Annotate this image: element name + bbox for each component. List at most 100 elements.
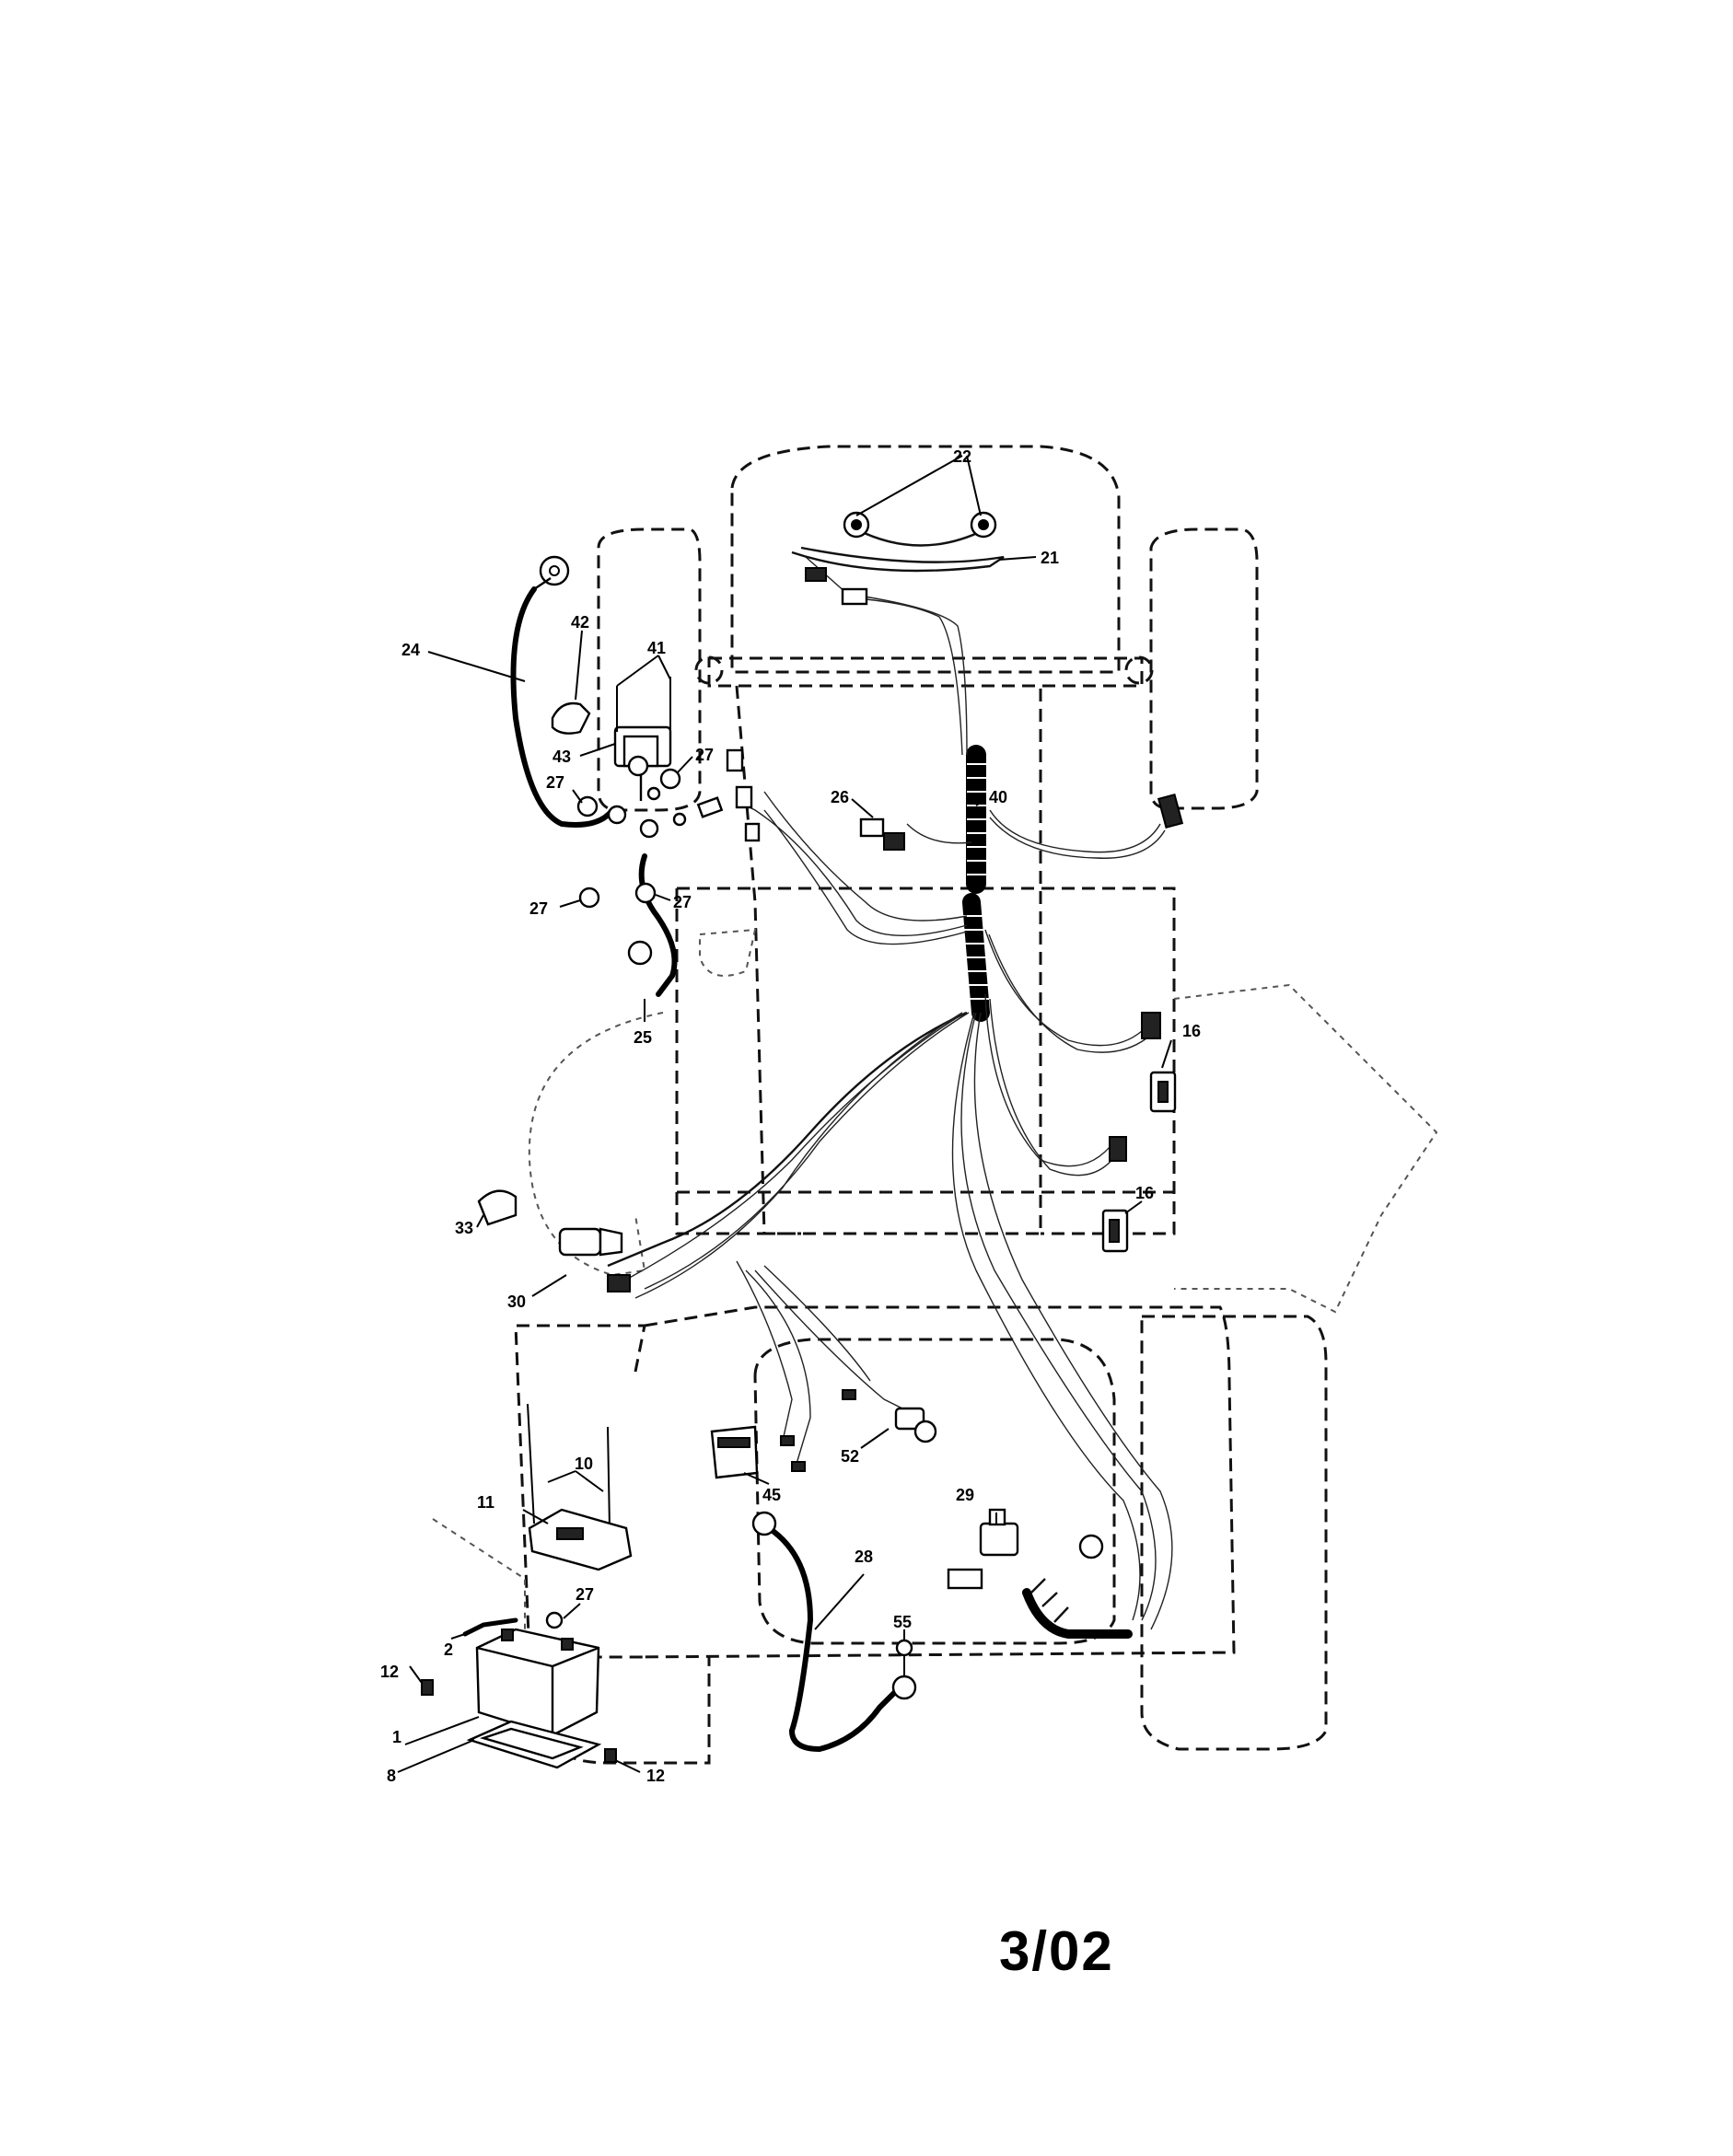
wire-to-45 (736, 1260, 793, 1442)
nut-27-e (545, 1611, 564, 1629)
headlight-22-right (970, 511, 997, 539)
wire-headlight-pair-21 (791, 546, 1005, 573)
callout-41: 41 (647, 639, 666, 657)
clip-12-b (604, 1748, 617, 1763)
solenoid-43 (613, 725, 672, 801)
callout-27-b: 27 (695, 746, 714, 764)
callout-10: 10 (575, 1455, 593, 1473)
connector-solenoid-c (744, 822, 761, 842)
seat-switch-29 (947, 1508, 1104, 1590)
wire-solenoid (736, 800, 968, 936)
switch-16-upper (1141, 1012, 1177, 1113)
connector-solenoid-b (735, 785, 753, 809)
harness-loom-40 (962, 745, 990, 1022)
fender-connector-right (1157, 793, 1184, 829)
front-wheel-right (1149, 527, 1259, 810)
ring-terminal-a (607, 805, 627, 825)
cable-28 (751, 1511, 917, 1753)
callout-33: 33 (455, 1219, 473, 1237)
hold-down-rod-10-left (527, 1403, 535, 1524)
nut-27-c (578, 887, 600, 909)
mid-frame-left (675, 888, 801, 1235)
callout-28: 28 (855, 1547, 873, 1566)
callout-12-b: 12 (646, 1767, 665, 1785)
revision-date-code: 3/02 (999, 1920, 1114, 1982)
callout-2: 2 (444, 1640, 453, 1659)
headlight-plug-b (841, 587, 868, 606)
ring-terminal-c (672, 812, 687, 827)
mower-deck-outline-right (1173, 983, 1438, 1314)
hood-outline (730, 445, 1121, 674)
rear-deck (634, 1305, 1236, 1659)
callout-52: 52 (841, 1447, 859, 1466)
connector-45-a (780, 1435, 795, 1446)
battery-1 (475, 1628, 600, 1737)
seat-switch-coil (1022, 1588, 1133, 1639)
gauge-45 (710, 1425, 759, 1479)
wire-ignition-30 (607, 1011, 968, 1268)
callout-25: 25 (634, 1028, 652, 1047)
bolt-55 (895, 1639, 913, 1677)
callout-40: 40 (989, 788, 1007, 806)
seat-outline (753, 1338, 1116, 1645)
callout-27-c: 27 (529, 899, 548, 918)
wire-right-fender (989, 809, 1161, 853)
ground-cable-25 (627, 853, 678, 997)
callout-30: 30 (507, 1292, 526, 1311)
mid-frame (677, 887, 1176, 1235)
callout-26: 26 (831, 788, 849, 806)
nut-27-a (576, 795, 599, 817)
headlight-plug-a (805, 567, 827, 582)
connector-26 (859, 817, 905, 851)
callout-27-a: 27 (546, 773, 564, 792)
callout-27-e: 27 (576, 1585, 594, 1604)
callout-29: 29 (956, 1486, 974, 1504)
wire-to-52 (754, 1269, 913, 1414)
ignition-key-33 (477, 1189, 518, 1226)
callout-43: 43 (552, 748, 571, 766)
callout-1: 1 (392, 1728, 401, 1746)
battery-cable-24 (510, 555, 615, 828)
callout-labels: 22 21 24 42 41 43 27 27 27 27 25 26 40 1… (380, 447, 1201, 1785)
callout-16-lower: 16 (1135, 1184, 1154, 1202)
hold-down-guide (432, 1518, 526, 1648)
connector-solenoid (726, 748, 744, 772)
nut-27-d (634, 882, 657, 904)
hold-down-rod-10-right (607, 1426, 611, 1529)
battery-terminal-2 (462, 1617, 518, 1637)
callout-24: 24 (401, 641, 420, 659)
callout-12-a: 12 (380, 1663, 399, 1681)
rear-wheel-right (1140, 1315, 1328, 1751)
battery-clamp-11 (528, 1508, 633, 1571)
callout-42: 42 (571, 613, 589, 632)
callout-22: 22 (953, 447, 971, 466)
connector-45-b (791, 1461, 806, 1472)
bracket-42 (551, 701, 591, 735)
wire-switch-16b (984, 993, 1115, 1167)
front-axle-outline (707, 656, 1144, 688)
callout-27-d: 27 (673, 893, 692, 911)
leader-lines (397, 455, 1172, 1773)
connector-52 (842, 1389, 856, 1400)
callout-55: 55 (893, 1613, 912, 1631)
wiring-harness (607, 527, 1173, 1639)
mower-chute (699, 928, 757, 977)
callout-16-upper: 16 (1182, 1022, 1201, 1040)
rear-deck-left (514, 1324, 646, 1659)
ignition-switch-30 (558, 1227, 631, 1292)
clip-12-a (421, 1679, 434, 1696)
axle-pivot-left (694, 655, 724, 685)
ring-terminal-b (639, 818, 659, 839)
front-wheel-left (597, 527, 702, 812)
nut-27-b (659, 768, 681, 790)
axle-pivot-right (1124, 655, 1154, 685)
wire-connector-26 (906, 823, 972, 844)
switch-16-lower (1101, 1136, 1129, 1253)
fuse-holder (696, 796, 724, 818)
callout-11: 11 (477, 1493, 494, 1512)
callout-21: 21 (1041, 549, 1059, 567)
wire-headlight (805, 556, 968, 756)
callout-45: 45 (762, 1486, 781, 1504)
wire-to-29 (960, 1012, 1157, 1621)
